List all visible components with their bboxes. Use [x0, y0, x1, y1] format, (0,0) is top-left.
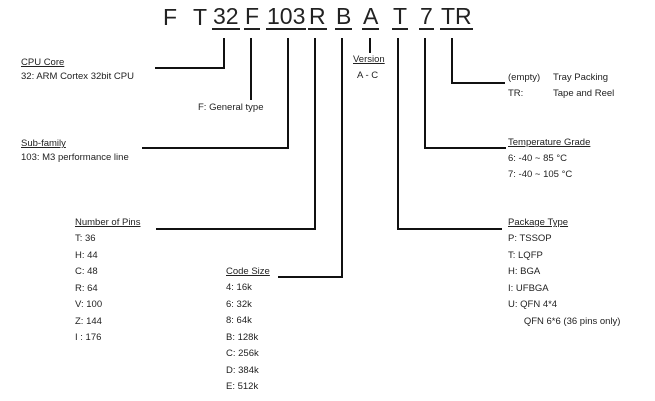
connector-cpu-core [223, 38, 225, 69]
package-type-item: QFN 6*6 (36 pins only) [508, 315, 621, 327]
connector-temperature [424, 38, 426, 149]
package-type-item: T: LQFP [508, 249, 543, 261]
connector-sub-family [142, 147, 289, 149]
connector-code-size [278, 276, 343, 278]
connector-type [250, 38, 252, 100]
code-size-list: 4: 16k 6: 32k 8: 64k B: 128k C: 256k D: … [226, 282, 259, 398]
packing-value: Tape and Reel [553, 88, 615, 99]
packing-key: (empty) [508, 72, 541, 83]
connector-code-size [341, 38, 343, 278]
temperature-grade-item: 7: -40 ~ 105 °C [508, 169, 573, 180]
pins-item: V: 100 [75, 299, 103, 310]
pins-item: Z: 144 [75, 315, 102, 327]
packing-value: Tray Packing [553, 72, 609, 83]
version-title: Version [353, 54, 385, 65]
cpu-core-item: 32: ARM Cortex 32bit CPU [21, 71, 134, 82]
connector-pins [314, 38, 316, 230]
part-segment-temperature: 7 [419, 3, 434, 30]
pins-item: H: 44 [75, 249, 98, 261]
package-type-item: P: TSSOP [508, 233, 552, 244]
code-size-item: B: 128k [226, 331, 259, 343]
version-item: A - C [357, 70, 379, 81]
code-size-item: 4: 16k [226, 282, 252, 293]
type-item: F: General type [198, 102, 264, 113]
code-size-item: 8: 64k [226, 315, 252, 326]
code-size-item: C: 256k [226, 348, 259, 359]
pins-title: Number of Pins [75, 217, 141, 228]
connector-temperature [424, 147, 506, 149]
pins-item: R: 64 [75, 282, 98, 294]
connector-version [369, 38, 371, 53]
pins-item: C: 48 [75, 266, 98, 277]
package-type-item: U: QFN 4*4 [508, 299, 558, 310]
sub-family-title: Sub-family [21, 138, 66, 149]
cpu-core-title: CPU Core [21, 57, 65, 68]
part-segment-type: F [244, 3, 261, 30]
connector-sub-family [287, 38, 289, 149]
code-size-title: Code Size [226, 266, 270, 277]
connector-pins [156, 228, 316, 230]
code-size-item: D: 384k [226, 364, 259, 376]
connector-cpu-core [155, 67, 225, 69]
part-segment-version: A [362, 3, 380, 30]
part-segment-package: T [392, 3, 409, 30]
packing-key: TR: [508, 88, 524, 99]
package-type-title: Package Type [508, 217, 569, 228]
pins-item: T: 36 [75, 233, 96, 244]
part-segment-code-size: B [335, 3, 353, 30]
connector-package [397, 38, 399, 230]
temperature-grade-item: 6: -40 ~ 85 °C [508, 153, 567, 164]
code-size-item: 6: 32k [226, 298, 252, 310]
package-type-list: P: TSSOP T: LQFP H: BGA I: UFBGA U: QFN … [508, 233, 620, 332]
part-char-F: F [163, 4, 178, 30]
pins-item: I : 176 [75, 332, 102, 343]
part-segment-packing: TR [440, 3, 473, 30]
part-segment-pins: R [308, 3, 327, 30]
connector-packing [451, 82, 505, 84]
pins-list: T: 36 H: 44 C: 48 R: 64 V: 100 Z: 144 I … [75, 233, 102, 349]
part-segment-cpu-core: 32 [212, 3, 240, 30]
part-char-T: T [193, 4, 208, 30]
connector-package [397, 228, 502, 230]
connector-packing [451, 38, 453, 84]
sub-family-item: 103: M3 performance line [21, 152, 129, 163]
package-type-item: I: UFBGA [508, 282, 549, 294]
temperature-grade-title: Temperature Grade [508, 137, 591, 148]
part-segment-sub-family: 103 [266, 3, 307, 30]
code-size-item: E: 512k [226, 381, 259, 392]
package-type-item: H: BGA [508, 266, 541, 277]
